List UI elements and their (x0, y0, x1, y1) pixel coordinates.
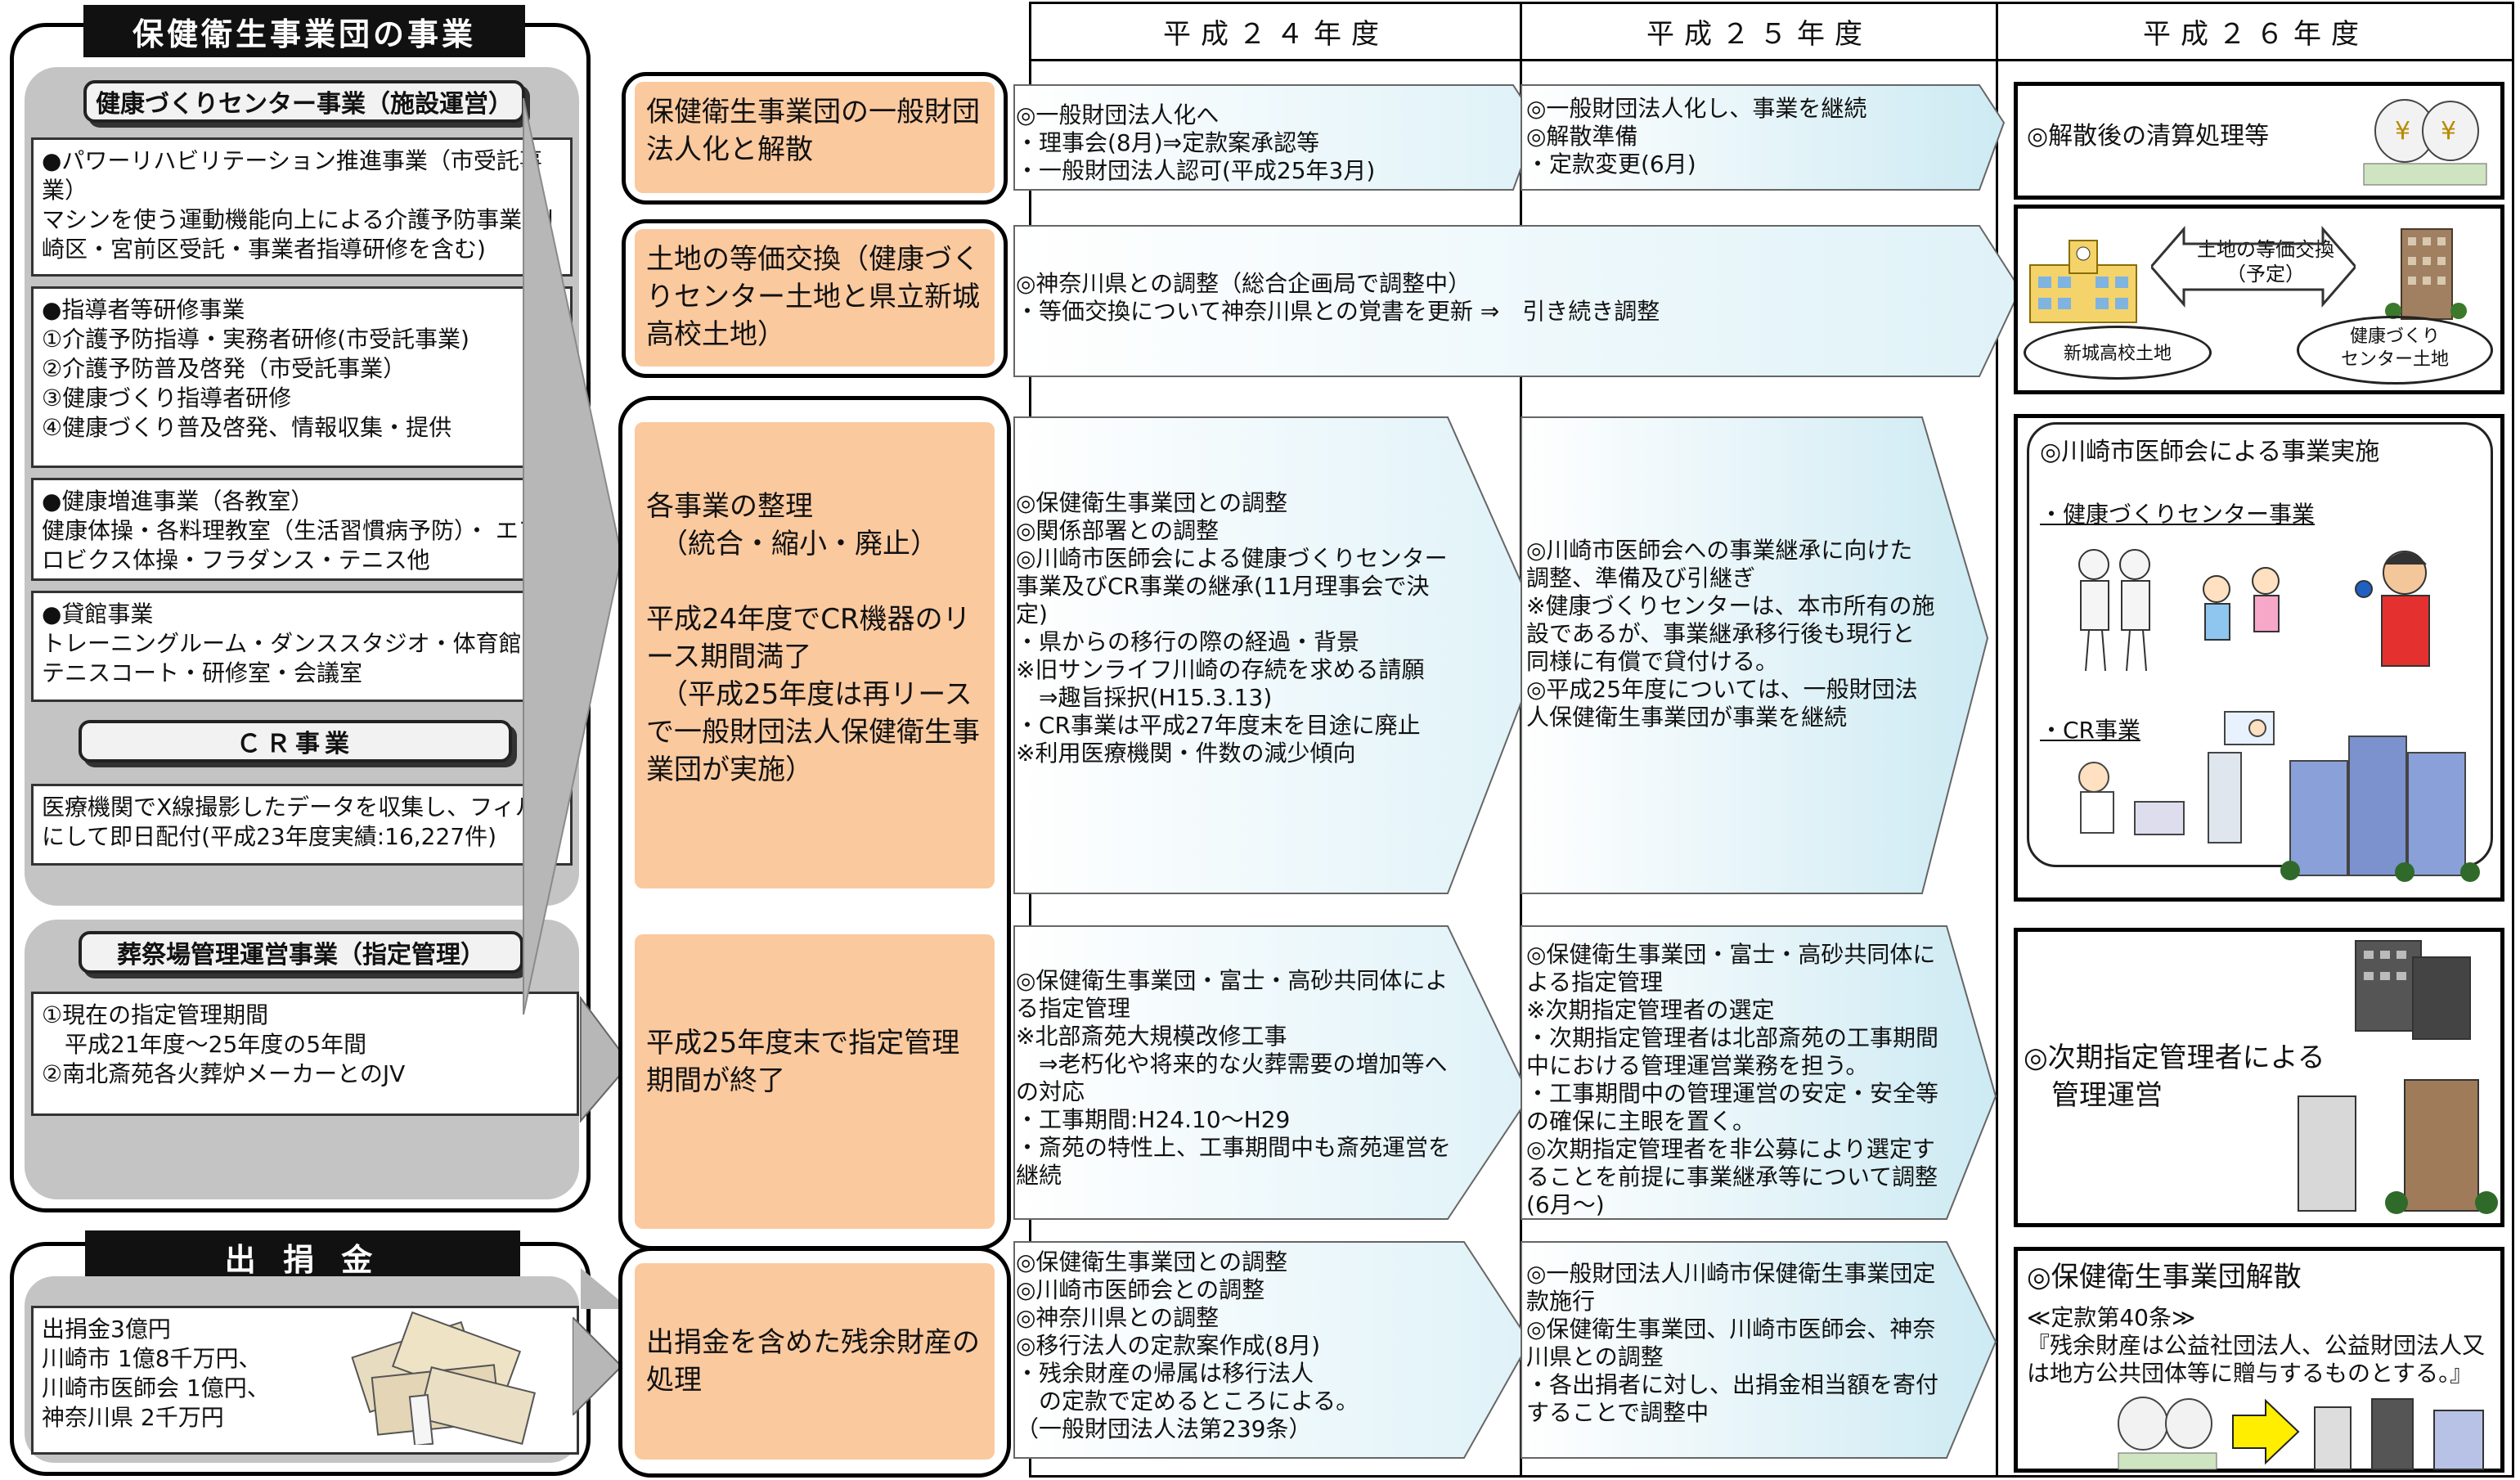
cr-header: ＣＲ事業 (79, 720, 512, 762)
row5-h26-title: ◎保健衛生事業団解散 (2027, 1261, 2302, 1293)
funeral-box: ①現在の指定管理期間 平成21年度～25年度の5年間 ②南北斎苑各火葬炉メーカー… (31, 992, 579, 1116)
land-label-right: 健康づくり センター土地 (2340, 326, 2449, 370)
land-oval-left (2024, 326, 2212, 380)
health-center-header: 健康づくりセンター事業（施設運営） (83, 80, 525, 123)
transfer-illustration-icon (2118, 1397, 2484, 1470)
land-label-left: 新城高校土地 (2063, 344, 2172, 364)
row1-h25-text: ◎一般財団法人化し、事業を継続 ◎解散準備 ・定款変更(6月) (1526, 95, 1867, 178)
row3-h26-sub1: ・健康づくりセンター事業 (2040, 501, 2316, 528)
row1-h26-text: ◎解散後の清算処理等 (2027, 122, 2270, 151)
center-building-icon (2385, 228, 2467, 320)
donation-connector (573, 1317, 623, 1415)
money-bundle-icon (351, 1311, 537, 1445)
donation-header: 出 捐 金 (85, 1230, 520, 1283)
row3-h26-inner (2027, 422, 2493, 867)
svg-text:¥: ¥ (2395, 117, 2410, 146)
school-building-icon (2029, 240, 2137, 323)
topic-1: 保健衛生事業団の一般財団法人化と解散 (635, 82, 995, 193)
people-exercise-icon (2078, 549, 2430, 672)
topic-3: 各事業の整理 （統合・縮小・廃止） 平成24年度でCR機器のリース期間満了 （平… (635, 422, 995, 888)
col-divider-2 (1996, 2, 1998, 1478)
cr-box: 医療機関でX線撮影したデータを収集し、フィルムにして即日配付(平成23年度実績:… (31, 784, 573, 866)
buildings-icon (2298, 940, 2498, 1214)
row3-h24-text: ◎保健衛生事業団との調整 ◎関係部署との調整 ◎川崎市医師会による健康づくりセン… (1016, 489, 1448, 767)
cr-clinic-icon (2078, 711, 2480, 882)
column-header-h25: 平成２５年度 (1646, 17, 1872, 51)
health-box-training: ●指導者等研修事業 ①介護予防指導・実務者研修(市受託事業) ②介護予防普及啓発… (31, 286, 573, 468)
row3-h26-sub2: ・CR事業 (2040, 717, 2141, 744)
row5-h24-text: ◎保健衛生事業団との調整 ◎川崎市医師会との調整 ◎神奈川県との調整 ◎移行法人… (1016, 1248, 1359, 1442)
timeline-arrows (1013, 84, 2022, 1459)
money-bags-icon: ¥ ¥ (2363, 99, 2487, 186)
row5-h25-text: ◎一般財団法人川崎市保健衛生事業団定款施行 ◎保健衛生事業団、川崎市医師会、神奈… (1526, 1260, 1939, 1426)
row4-h26-text: ◎次期指定管理者による 管理運営 (2024, 1041, 2325, 1112)
column-header-h26: 平成２６年度 (2143, 17, 2369, 51)
health-box-power-rehab: ●パワーリハビリテーション推進事業（市受託事業） マシンを使う運動機能向上による… (31, 137, 573, 277)
health-box-promotion: ●健康増進事業（各教室） 健康体操・各料理教室（生活習慣病予防）・ エアロビクス… (31, 478, 573, 581)
column-header-h24: 平成２４年度 (1163, 17, 1389, 51)
left-connector-lines (523, 98, 631, 1309)
svg-text:¥: ¥ (2441, 117, 2456, 146)
topic-5: 出捐金を含めた残余財産の処理 (635, 1263, 995, 1460)
row3-h25-text: ◎川崎市医師会への事業継承に向けた調整、準備及び引継ぎ ※健康づくりセンターは、… (1526, 537, 1935, 731)
health-box-rental: ●貸館事業 トレーニングルーム・ダンススタジオ・体育館・テニスコート・研修室・会… (31, 591, 573, 702)
land-oval-right (2297, 316, 2493, 385)
row2-h24-text: ◎神奈川県との調整（総合企画局で調整中） ・等価交換について神奈川県との覚書を更… (1016, 270, 1660, 325)
topic-2: 土地の等価交換（健康づくりセンター土地と県立新城高校土地） (635, 229, 995, 367)
row4-h25-text: ◎保健衛生事業団・富士・高砂共同体による指定管理 ※次期指定管理者の選定 ・次期… (1526, 941, 1939, 1218)
org-title: 保健衛生事業団の事業 (83, 5, 525, 57)
funeral-header: 葬祭場管理運営事業（指定管理） (79, 931, 523, 974)
row3-h26-title: ◎川崎市医師会による事業実施 (2040, 438, 2380, 466)
row1-h24-text: ◎一般財団法人化へ ・理事会(8月)⇒定款案承認等 ・一般財団法人認可(平成25… (1016, 101, 1376, 184)
row5-h26-sub: ≪定款第40条≫ 『残余財産は公益社団法人、公益財団法人又は地方公共団体等に贈与… (2027, 1304, 2486, 1387)
header-divider (1029, 59, 2514, 61)
row4-h24-text: ◎保健衛生事業団・富士・高砂共同体による指定管理 ※北部斎苑大規模改修工事 ⇒老… (1016, 967, 1452, 1189)
exchange-arrow-icon (2151, 226, 2356, 308)
land-exchange-label: 土地の等価交換 （予定） (2197, 238, 2334, 286)
topic-4: 平成25年度末で指定管理期間が終了 (635, 934, 995, 1229)
